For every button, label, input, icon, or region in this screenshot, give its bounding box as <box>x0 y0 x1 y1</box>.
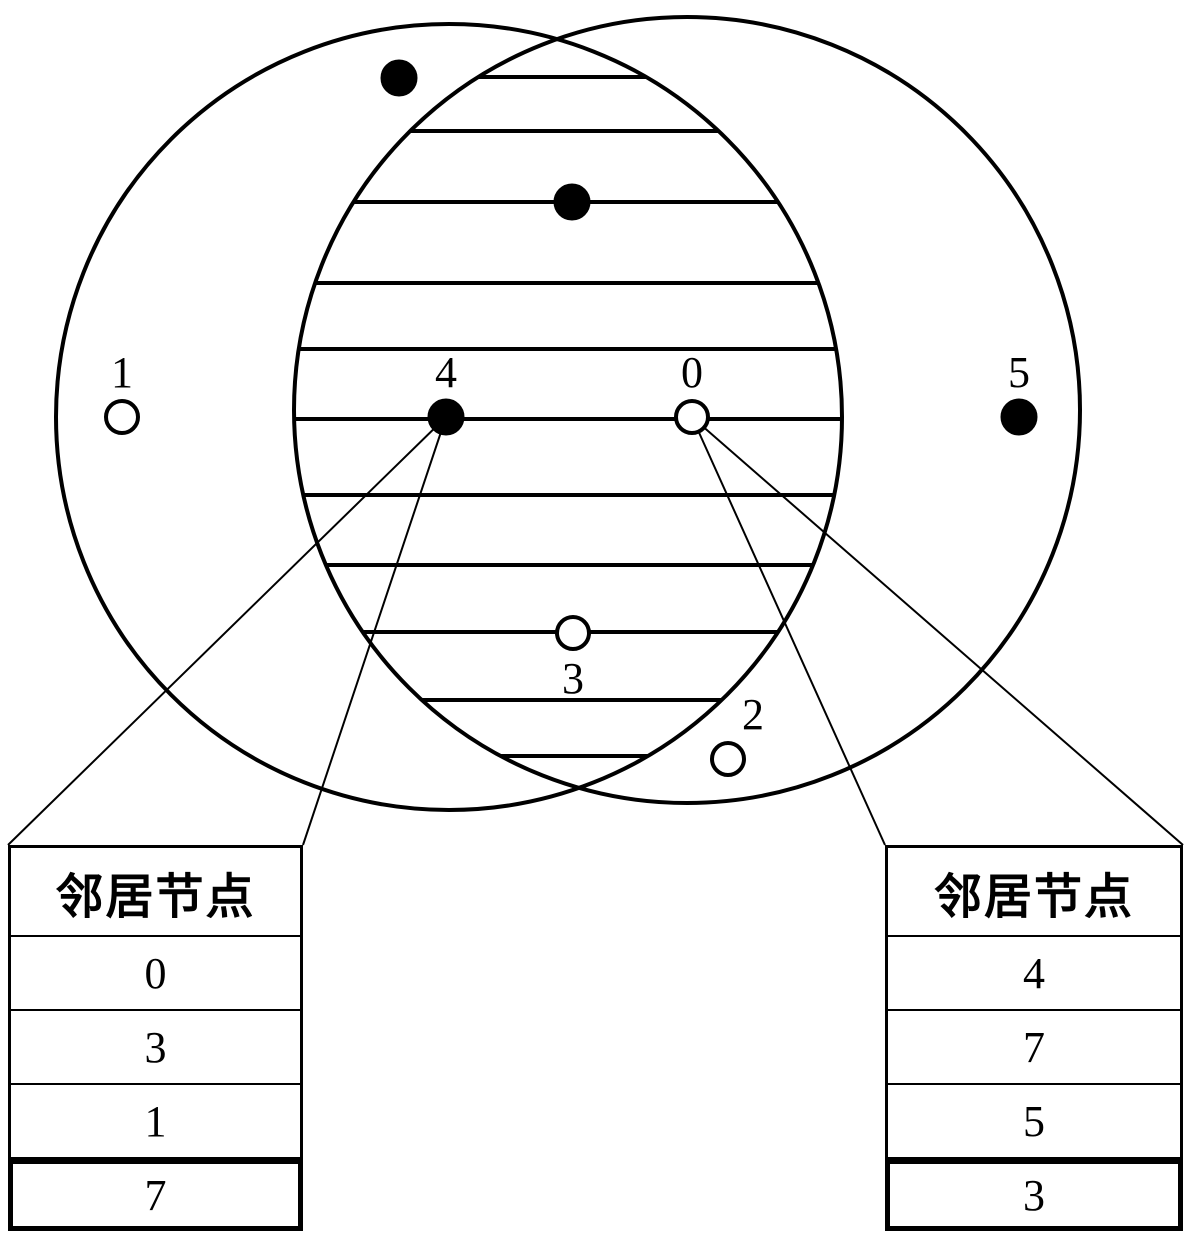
right-range-circle <box>292 15 1082 805</box>
leader-line <box>691 416 1184 846</box>
neighbor-table-node-0: 邻居节点 4 7 5 3 <box>885 845 1183 1231</box>
filled-node-icon <box>427 398 465 436</box>
leader-line <box>7 416 447 846</box>
neighbor-table-cell: 1 <box>8 1085 303 1159</box>
node-label: 0 <box>681 348 703 397</box>
neighbor-table-header: 邻居节点 <box>885 845 1183 937</box>
neighbor-table-cell: 7 <box>885 1011 1183 1085</box>
neighbor-table-cell-highlighted: 7 <box>8 1159 303 1231</box>
filled-node-icon <box>380 59 418 97</box>
neighbor-table-node-4: 邻居节点 0 3 1 7 <box>8 845 303 1231</box>
leader-line <box>691 416 886 846</box>
neighbor-table-cell: 4 <box>885 937 1183 1011</box>
leader-line <box>302 416 447 846</box>
neighbor-table-cell: 5 <box>885 1085 1183 1159</box>
filled-node-icon <box>1000 398 1038 436</box>
neighbor-table-cell: 3 <box>8 1011 303 1085</box>
hollow-node-icon <box>104 399 140 435</box>
leader-lines <box>7 416 1184 846</box>
node-label: 3 <box>562 654 584 703</box>
filled-node-icon <box>553 183 591 221</box>
node-label: 5 <box>1008 348 1030 397</box>
node-label: 1 <box>111 348 133 397</box>
neighbor-table-cell-highlighted: 3 <box>885 1159 1183 1231</box>
hollow-node-icon <box>555 615 591 651</box>
node-label: 4 <box>435 348 457 397</box>
range-circles <box>54 15 1082 812</box>
node-label: 2 <box>742 690 764 739</box>
neighbor-table-header: 邻居节点 <box>8 845 303 937</box>
left-range-circle <box>54 22 844 812</box>
hollow-node-icon <box>674 399 710 435</box>
hollow-node-icon <box>710 741 746 777</box>
sensor-nodes: 1 4 0 5 3 2 <box>104 59 1038 777</box>
neighbor-table-cell: 0 <box>8 937 303 1011</box>
